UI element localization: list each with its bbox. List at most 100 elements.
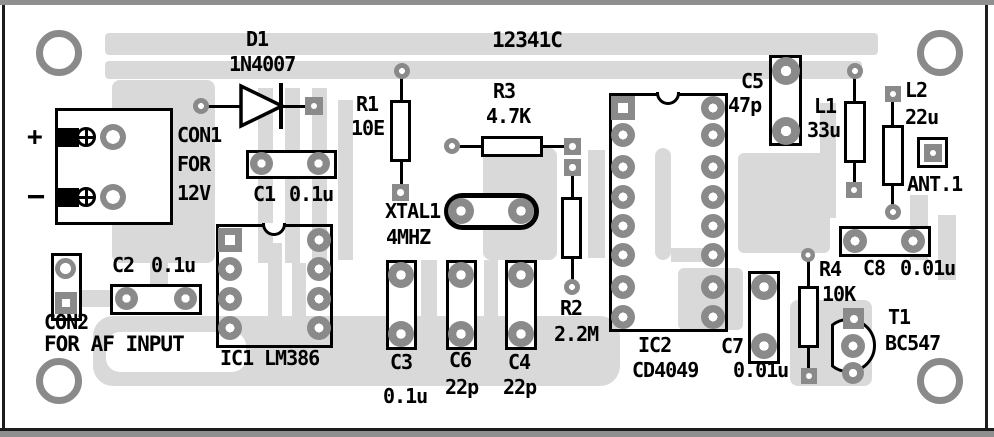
r2-ref-label: R2 <box>560 296 583 320</box>
t1-pad <box>841 334 865 358</box>
ant1-pad <box>924 144 942 162</box>
board-id-label: 12341C <box>492 28 563 52</box>
con1-minus-label: − <box>27 179 45 214</box>
c7-ref-label: C7 <box>721 334 744 358</box>
trace <box>268 243 282 340</box>
ic2-pad <box>611 305 635 329</box>
l1-lead <box>853 163 856 184</box>
l2-lead <box>891 101 894 127</box>
ic2-pad <box>611 214 635 238</box>
r1-pad <box>392 184 409 201</box>
xtal1-pad <box>508 198 534 224</box>
c3-pad <box>388 321 414 347</box>
l2-body <box>882 125 904 186</box>
r1-value-label: 10E <box>351 116 385 140</box>
c7-pad <box>751 333 777 359</box>
d1-lead <box>283 105 306 108</box>
ic1-pad <box>307 287 331 311</box>
c3-pad <box>388 262 414 288</box>
l2-pad <box>885 86 901 102</box>
ic1-pad <box>307 228 331 252</box>
mounting-hole-top-left <box>36 30 82 76</box>
ic2-ref-label: IC2 <box>638 333 672 357</box>
frame-right-line <box>985 5 988 431</box>
ic2-pad <box>701 155 725 179</box>
r1-ref-label: R1 <box>356 92 379 116</box>
d1-ref-label: D1 <box>246 27 269 51</box>
r4-value-label: 10K <box>822 282 856 306</box>
d1-triangle-icon <box>239 83 284 129</box>
frame-left-line <box>2 5 5 431</box>
ic2-pad <box>611 275 635 299</box>
ic2-pad <box>611 185 635 209</box>
trace <box>292 263 306 340</box>
c6-value-label: 22p <box>445 375 479 399</box>
xtal1-pad <box>448 198 474 224</box>
c6-ref-label: C6 <box>449 348 472 372</box>
c2-ref-label: C2 <box>112 253 135 277</box>
c1-ref-label: C1 <box>253 182 276 206</box>
t1-pad <box>842 362 864 384</box>
d1-pad <box>305 97 323 115</box>
con1-pad <box>100 124 126 150</box>
r2-lead <box>571 259 574 281</box>
c2-pad <box>115 287 138 310</box>
d1-value-label: 1N4007 <box>229 52 296 76</box>
c7-value-label: 0.01u <box>733 358 789 382</box>
c8-value-label: 0.01u <box>900 256 956 280</box>
c1-value-label: 0.1u <box>289 182 334 206</box>
c5-ref-label: C5 <box>741 69 764 93</box>
l1-lead <box>853 77 856 103</box>
trace <box>588 150 605 258</box>
r3-lead <box>458 145 483 148</box>
trace <box>421 260 437 352</box>
r4-lead <box>807 261 810 288</box>
c4-value-label: 22p <box>503 375 537 399</box>
r2-pad <box>564 279 580 295</box>
con1-ref-label: CON1 <box>177 123 222 147</box>
xtal1-value-label: 4MHZ <box>386 225 431 249</box>
d1-lead <box>208 105 240 108</box>
con1-pad <box>100 184 126 210</box>
r1-body <box>390 100 411 162</box>
con2-pad <box>55 258 76 279</box>
c4-ref-label: C4 <box>508 350 531 374</box>
r3-value-label: 4.7K <box>486 104 531 128</box>
trace <box>338 100 353 260</box>
c1-pad <box>307 152 330 175</box>
ic1-pad <box>218 287 242 311</box>
c2-value-label: 0.1u <box>151 253 196 277</box>
r1-lead <box>400 162 403 186</box>
c8-pad <box>901 229 925 253</box>
t1-ref-label: T1 <box>888 305 911 329</box>
mounting-hole-bottom-left <box>36 358 82 404</box>
r4-pad <box>801 368 817 384</box>
ic2-pad <box>611 155 635 179</box>
l1-pad <box>846 182 862 198</box>
r3-lead <box>543 145 566 148</box>
ic2-pad <box>701 275 725 299</box>
c3-ref-label: C3 <box>390 350 413 374</box>
r3-pad <box>444 138 460 154</box>
c3-value-label: 0.1u <box>383 384 428 408</box>
con1-desc-label: FOR <box>177 152 211 176</box>
trace <box>105 61 862 79</box>
c7-pad <box>751 274 777 300</box>
ic1-pad <box>218 316 242 340</box>
frame-top <box>0 0 994 5</box>
c8-ref-label: C8 <box>863 256 886 280</box>
r3-pad <box>564 138 581 155</box>
r4-ref-label: R4 <box>819 257 842 281</box>
ic2-pin1-pad <box>611 96 635 120</box>
l2-pad <box>885 204 901 220</box>
ic1-pin1-pad <box>218 228 242 252</box>
frame-bottom-line <box>0 428 994 431</box>
xtal1-ref-label: XTAL1 <box>385 199 441 223</box>
ic2-value-label: CD4049 <box>632 358 699 382</box>
l1-ref-label: L1 <box>814 94 837 118</box>
trace <box>484 260 498 352</box>
d1-pad <box>193 98 209 114</box>
r4-lead <box>807 348 810 370</box>
trace <box>738 153 830 253</box>
r3-ref-label: R3 <box>493 79 516 103</box>
